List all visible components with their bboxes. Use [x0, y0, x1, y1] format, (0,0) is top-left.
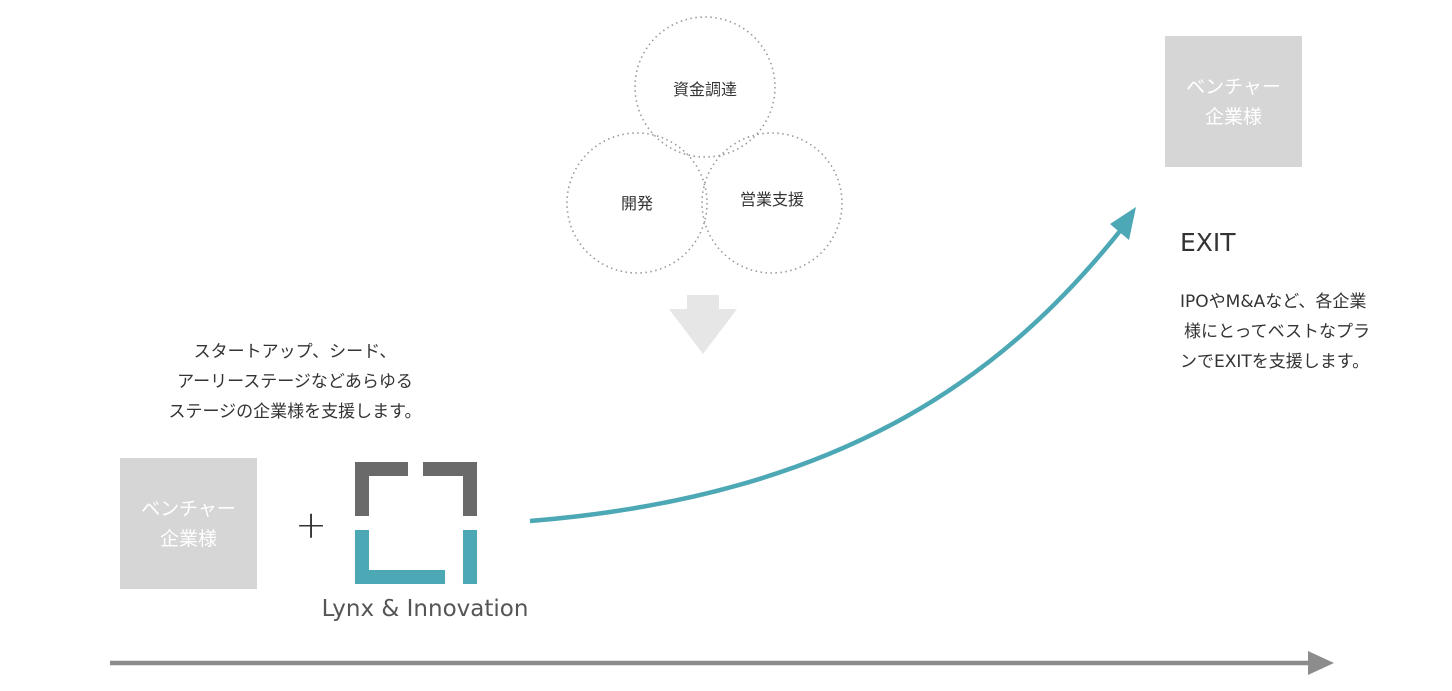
logo-bottom-bar — [463, 530, 477, 584]
stage-description-line-3: ステージの企業様を支援します。 — [168, 402, 422, 422]
down-arrow — [669, 295, 737, 354]
stage-description-line-1: スタートアップ、シード、 — [193, 342, 397, 362]
growth-arrowhead — [1110, 207, 1136, 240]
growth-curve — [529, 224, 1126, 524]
exit-description-line-2: 様にとってベストなプラ — [1184, 322, 1370, 342]
venture-start-line-1: ベンチャー — [141, 497, 236, 520]
plus-sign: + — [295, 503, 327, 547]
venture-box-start: ベンチャー 企業様 — [120, 458, 257, 589]
venture-end-line-1: ベンチャー — [1186, 75, 1281, 98]
logo-bottom-bracket — [355, 530, 445, 584]
circle-sales-support — [701, 132, 843, 274]
exit-description-line-3: ンでEXITを支援します。 — [1180, 352, 1370, 372]
logo-name: Lynx & Innovation — [321, 596, 529, 622]
logo-top-bracket-right — [423, 462, 477, 516]
exit-description: IPOやM&Aなど、各企業 様にとってベストなプラ ンでEXITを支援します。 — [1180, 287, 1370, 377]
timeline-arrowhead — [1308, 651, 1334, 675]
venture-box-end: ベンチャー 企業様 — [1165, 36, 1302, 167]
circle-development — [566, 132, 708, 274]
exit-title: EXIT — [1180, 228, 1236, 257]
stage-description: スタートアップ、シード、 アーリーステージなどあらゆる ステージの企業様を支援し… — [130, 337, 460, 427]
circle-label-funding: 資金調達 — [672, 80, 737, 99]
exit-description-line-1: IPOやM&Aなど、各企業 — [1180, 292, 1367, 312]
venture-start-line-2: 企業様 — [159, 527, 217, 550]
circle-label-development: 開発 — [620, 194, 653, 213]
logo-top-bracket — [355, 462, 408, 516]
venture-end-line-2: 企業様 — [1204, 105, 1262, 128]
stage-description-line-2: アーリーステージなどあらゆる — [177, 372, 413, 392]
circle-label-sales-support: 営業支援 — [739, 190, 804, 209]
circle-funding — [634, 16, 776, 158]
